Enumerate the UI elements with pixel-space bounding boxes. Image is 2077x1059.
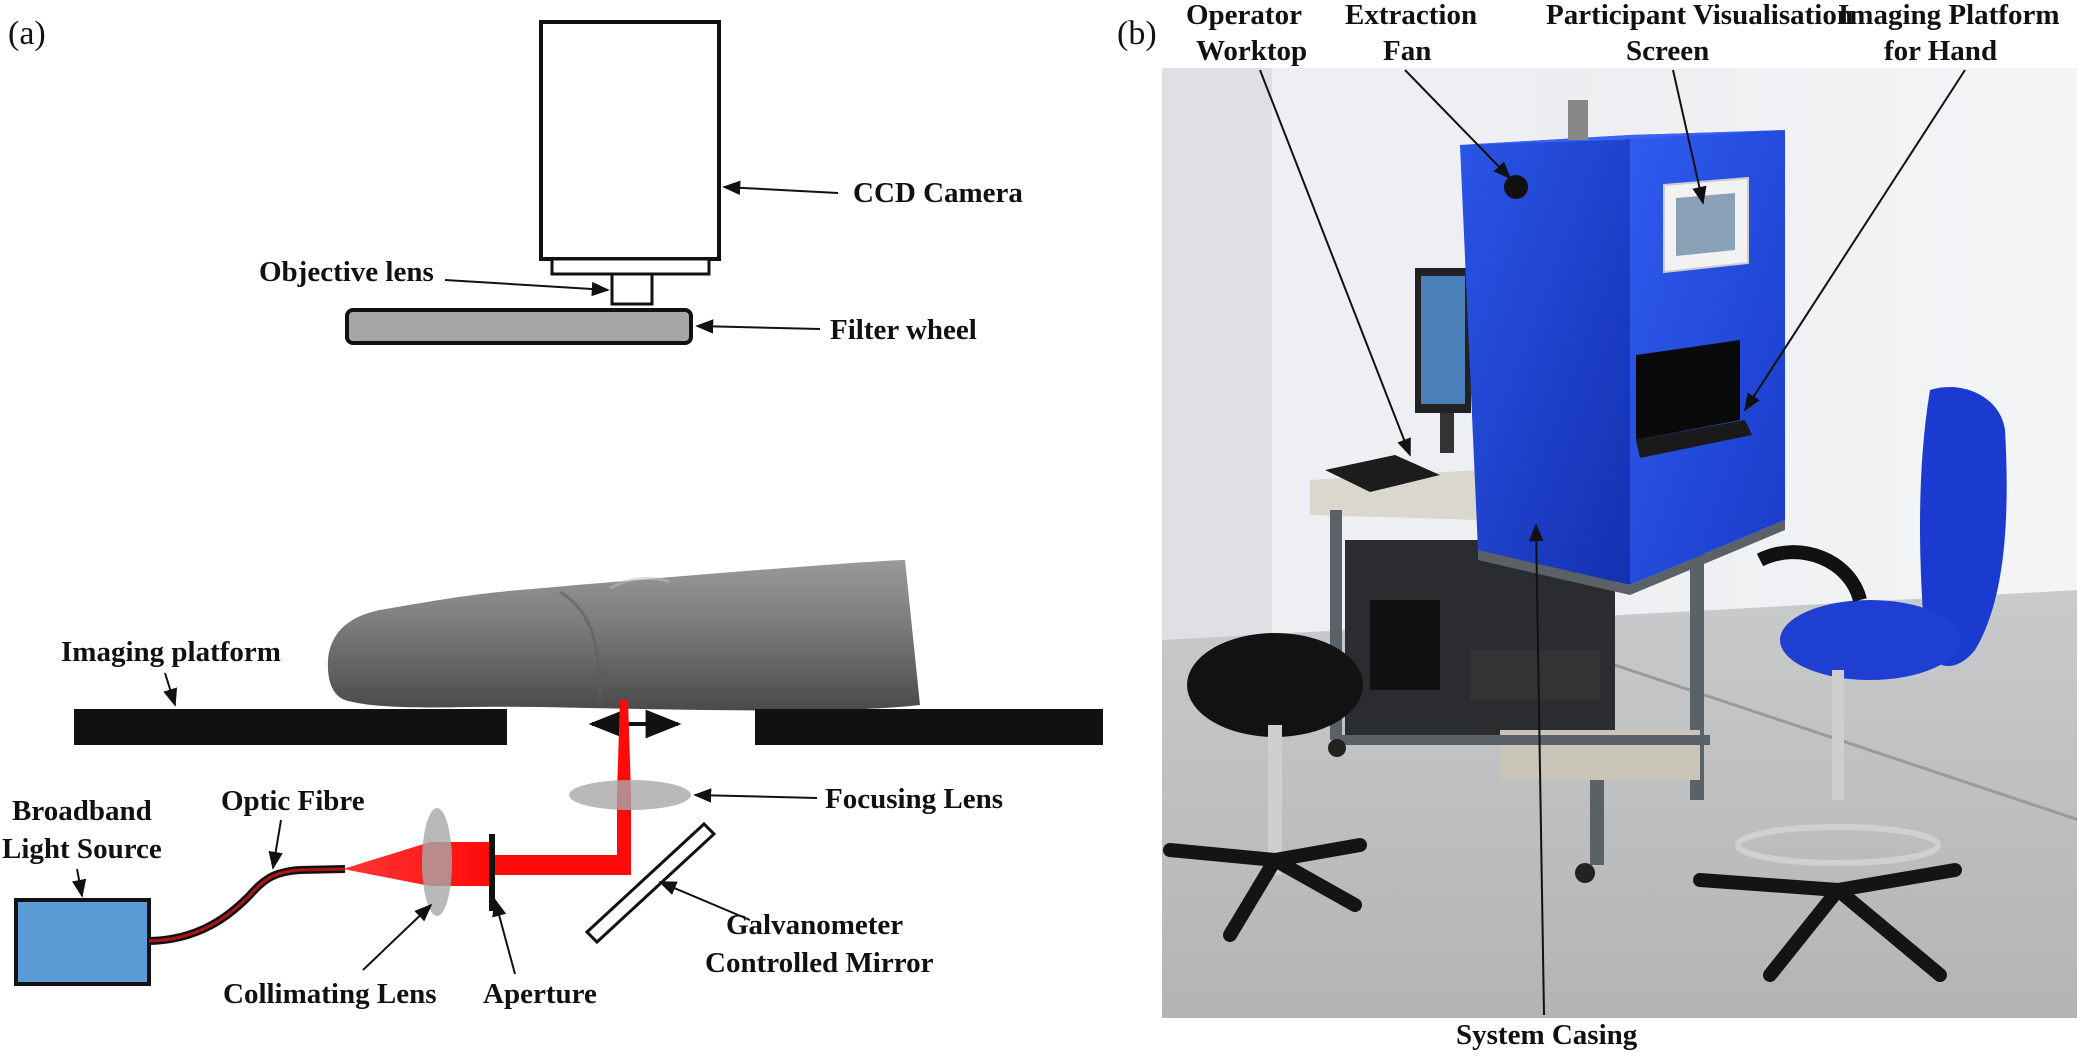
- stool: [1163, 633, 1367, 942]
- panel-a: (a) CCD Camera Objective lens Filter whe…: [2, 15, 1103, 1010]
- aperture: [489, 834, 495, 911]
- galvanometer-label-1: Galvanometer: [726, 909, 903, 941]
- objective-lens-arrow: [444, 279, 610, 297]
- filter-wheel-label: Filter wheel: [830, 314, 977, 346]
- system-casing-label: System Casing: [1456, 1019, 1638, 1051]
- collimating-lens: [422, 808, 452, 916]
- light-source-arrow: [71, 868, 87, 898]
- extraction-fan-label-2: Fan: [1383, 35, 1431, 67]
- blue-system-casing: [1460, 100, 1785, 585]
- imaging-platform-left: [74, 709, 507, 745]
- collimating-lens-label: Collimating Lens: [223, 978, 437, 1010]
- keyboard: [1325, 455, 1440, 492]
- imaging-platform-label: Imaging platform: [61, 636, 281, 668]
- collimating-lens-arrow: [362, 903, 433, 971]
- operator-worktop-arrow: [1259, 69, 1411, 457]
- ccd-camera-arrow: [722, 180, 839, 196]
- operator-worktop-label-2: Worktop: [1196, 35, 1307, 67]
- panel-a-tag: (a): [8, 15, 46, 52]
- extraction-fan-arrow: [1404, 69, 1512, 180]
- panel-b: (b): [1117, 0, 2077, 1051]
- light-source-label-1: Broadband: [12, 795, 152, 827]
- filter-wheel-arrow: [695, 319, 821, 334]
- objective-lens: [610, 272, 654, 306]
- participant-screen-label-1: Participant Visualisation: [1546, 0, 1853, 31]
- ccd-camera: [539, 20, 721, 276]
- optic-fibre: [148, 865, 346, 945]
- finger: [327, 560, 921, 711]
- participant-screen-arrow: [1672, 69, 1707, 205]
- galvanometer-mirror: [584, 821, 717, 945]
- objective-lens-label: Objective lens: [259, 256, 434, 288]
- light-source-label-2: Light Source: [2, 833, 162, 865]
- filter-wheel: [345, 308, 693, 345]
- focusing-lens: [569, 780, 691, 810]
- operator-worktop-label-1: Operator: [1186, 0, 1302, 31]
- imaging-platform-right: [755, 709, 1103, 745]
- optic-fibre-arrow: [268, 819, 283, 870]
- focusing-lens-label: Focusing Lens: [825, 783, 1003, 815]
- imaging-platform-hand-label-2: for Hand: [1884, 35, 1997, 67]
- panel-b-tag: (b): [1117, 15, 1157, 52]
- laser-beam: [343, 700, 631, 886]
- broadband-light-source: [14, 898, 151, 986]
- lab-photo: [1162, 68, 2077, 1018]
- operator-monitor: [1415, 268, 1471, 453]
- extraction-fan-label-1: Extraction: [1345, 0, 1477, 31]
- imaging-platform-hand-arrow: [1744, 69, 1966, 412]
- optic-fibre-label: Optic Fibre: [221, 785, 365, 817]
- participant-screen-label-2: Screen: [1626, 35, 1709, 67]
- aperture-label: Aperture: [483, 978, 597, 1010]
- chair: [1693, 386, 2007, 982]
- system-casing-arrow: [1529, 523, 1545, 1016]
- imaging-platform-arrow: [163, 672, 178, 707]
- galvanometer-label-2: Controlled Mirror: [705, 947, 934, 979]
- focusing-lens-arrow: [693, 788, 818, 803]
- aperture-arrow: [492, 898, 516, 975]
- imaging-platform-hand-label-1: Imaging Platform: [1838, 0, 2060, 31]
- ccd-camera-label: CCD Camera: [853, 177, 1023, 209]
- galvanometer-arrow: [658, 881, 751, 921]
